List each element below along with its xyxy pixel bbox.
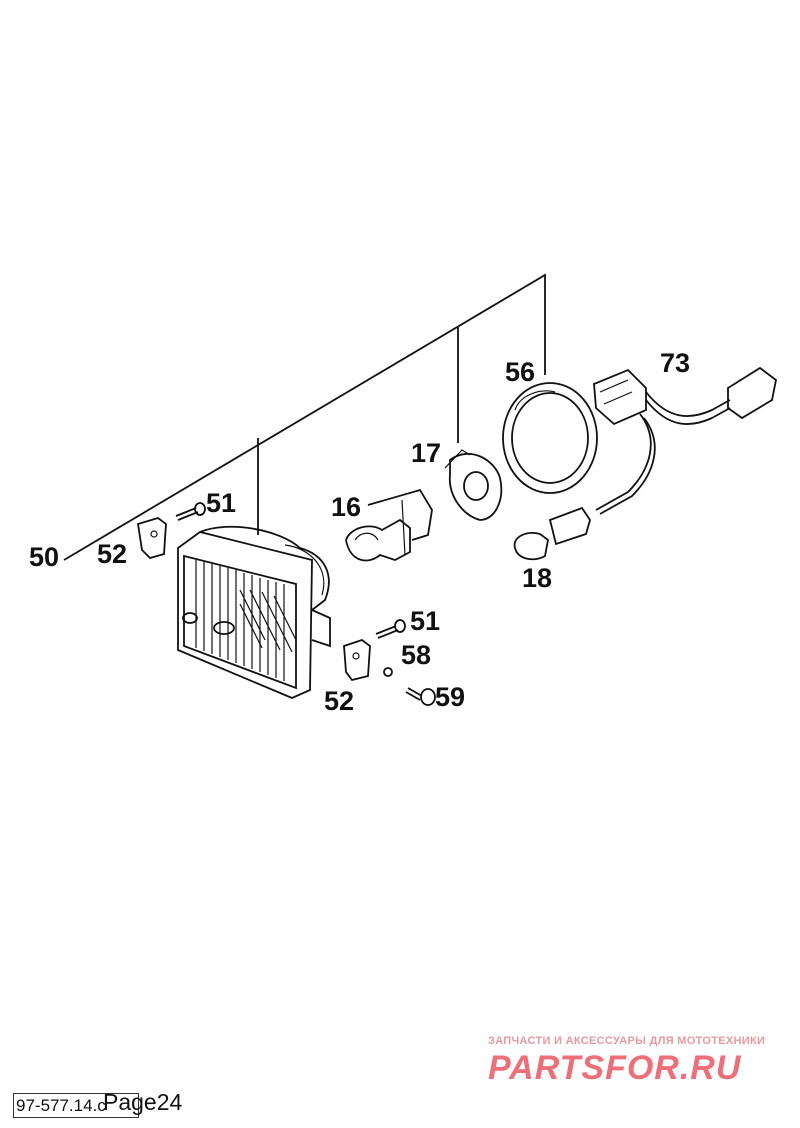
part-callouts: 50 51 52 16 17 56 73 18 51 58 52 59	[29, 348, 690, 716]
wiring-harness-73	[593, 366, 777, 515]
lens-hatching	[195, 560, 285, 681]
washer-58	[383, 667, 393, 677]
callout-18: 18	[522, 563, 552, 593]
page-number: Page24	[103, 1089, 183, 1115]
callout-73: 73	[660, 348, 690, 378]
retaining-ring-17	[444, 449, 503, 521]
screw-51-upper	[175, 502, 206, 521]
callout-50: 50	[29, 542, 59, 572]
watermark-tagline: ЗАПЧАСТИ И АКСЕССУАРЫ ДЛЯ МОТОТЕХНИКИ	[488, 1035, 765, 1047]
screw-51-lower	[375, 619, 406, 639]
drawing-code: 97-577.14.c	[13, 1093, 139, 1118]
callout-58: 58	[401, 640, 431, 670]
watermark-brand: PARTSFOR.RU	[488, 1049, 742, 1087]
callout-16: 16	[331, 492, 361, 522]
watermark: ЗАПЧАСТИ И АКСЕССУАРЫ ДЛЯ МОТОТЕХНИКИ PA…	[488, 1035, 765, 1087]
headlight-housing	[177, 525, 331, 699]
callout-52-lower: 52	[324, 686, 354, 716]
bracket-52-upper	[136, 517, 167, 560]
callout-52-upper: 52	[97, 539, 127, 569]
protective-cap-56	[502, 382, 598, 494]
bulb-18	[513, 506, 591, 561]
callout-59: 59	[435, 682, 465, 712]
callout-51-upper: 51	[206, 488, 236, 518]
callout-56: 56	[505, 357, 535, 387]
bracket-52-lower	[343, 638, 371, 682]
callout-17: 17	[411, 438, 441, 468]
lens-diagonal-hatching	[239, 589, 297, 653]
callout-51-lower: 51	[410, 606, 440, 636]
screw-59	[405, 687, 436, 706]
bulb-16	[345, 488, 433, 562]
assembly-leader-lines	[63, 273, 546, 561]
